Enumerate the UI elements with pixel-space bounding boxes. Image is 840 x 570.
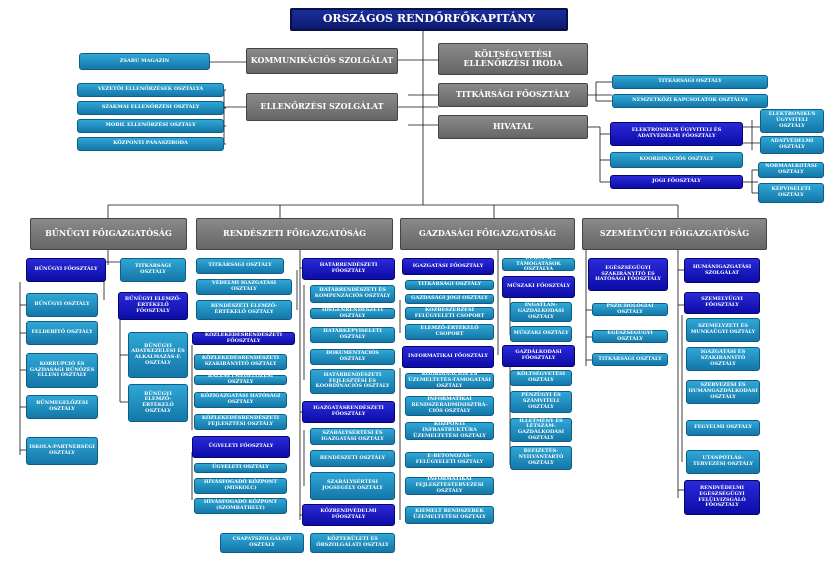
hatar-item: IDEGENRENDÉSZETI OSZTÁLY <box>310 307 395 319</box>
koltsegvetesi-ellenorzesi-iroda-box: KÖLTSÉGVETÉSI ELLENŐRZÉSI IRODA <box>438 43 588 75</box>
szemelyugyi-titkarsagi-osztaly-box: TITKÁRSÁGI OSZTÁLY <box>592 353 668 366</box>
hivatal-box: HIVATAL <box>438 115 588 139</box>
titkarsagi-fo-item: TITKÁRSÁGI OSZTÁLY <box>612 75 768 89</box>
informatikai-item: KÖZPONTI INFRASTRUKTÚRA ÜZEMELTETÉSI OSZ… <box>405 422 494 440</box>
informatikai-item: KIEMELT RENDSZEREK ÜZEMELTETÉSI OSZTÁLY <box>405 506 494 524</box>
igazgatas-item: SZABÁLYSÉRTÉSI ÉS IGAZGATÁSI OSZTÁLY <box>310 428 395 445</box>
szemely-item: SZERVEZÉSI ÉS HUMÁNGAZDÁLKODÁSI OSZTÁLY <box>686 380 760 404</box>
jogi-item: KÉPVISELETI OSZTÁLY <box>758 183 824 203</box>
csapatszolgalati-osztaly-box: CSAPATSZOLGÁLATI OSZTÁLY <box>220 533 304 553</box>
rendeszeti-item: VÉDELMI IGAZGATÁSI OSZTÁLY <box>196 279 292 295</box>
bunugyi-osztaly-box: BŰNMEGELŐZÉSI OSZTÁLY <box>26 395 98 419</box>
gazdalkodasi-foosztaly-box: GAZDÁLKODÁSI FŐOSZTÁLY <box>502 345 575 367</box>
bunugyi-osztaly-box: KORRUPCIÓ ÉS GAZDASÁGI BŰNÖZÉS ELLENI OS… <box>26 353 98 388</box>
egeszseg-item: EGÉSZSÉGÜGYI OSZTÁLY <box>592 330 668 343</box>
igazgatasrendeszeti-foosztaly-box: IGAZGATÁSRENDÉSZETI FŐOSZTÁLY <box>302 401 395 423</box>
europai-tamogatasok-osztalya-box: EURÓPAI TÁMOGATÁSOK OSZTÁLYA <box>502 255 575 272</box>
igazgatas-item: SZABÁLYSÉRTÉSI JOGSEGÉLY OSZTÁLY <box>310 472 395 500</box>
orszagos-rendorfokapitany-box: ORSZÁGOS RENDŐRFŐKAPITÁNY <box>290 8 568 31</box>
hatar-item: HATÁRKÉPVISELETI OSZTÁLY <box>310 327 395 343</box>
igazgatasi-item: TITKÁRSÁGI OSZTÁLY <box>405 280 494 290</box>
kozrendvedelmi-foosztaly-box: KÖZRENDVÉDELMI FŐOSZTÁLY <box>302 504 395 526</box>
ellenorzesi-item: SZAKMAI ELLENŐRZÉSI OSZTÁLY <box>77 101 224 115</box>
hatar-item: DOKUMENTÁCIÓS OSZTÁLY <box>310 349 395 365</box>
szemely-item: IGAZGATÁSI ÉS SZAKIRÁNYÍTÓ OSZTÁLY <box>686 347 760 371</box>
hatar-item: HATÁRRENDÉSZETI FEJLESZTÉSI ÉS KOORDINÁC… <box>310 369 395 394</box>
informatikai-foosztaly-box: INFORMATIKAI FŐOSZTÁLY <box>402 346 494 368</box>
informatikai-item: E-BETONOZÁS-FELÜGYELETI OSZTÁLY <box>405 452 494 468</box>
kommunikacios-szolgalat-box: KOMMUNIKÁCIÓS SZOLGÁLAT <box>246 48 398 74</box>
egeszseg-item: PSZICHOLÓGIAI OSZTÁLY <box>592 303 668 316</box>
ellenorzesi-item: MOBIL ELLENŐRZÉSI OSZTÁLY <box>77 119 224 133</box>
bunugyi-foosztaly-box: BŰNÜGYI FŐOSZTÁLY <box>26 258 106 282</box>
rendeszeti-foigazgatosag-box: RENDÉSZETI FŐIGAZGATÓSÁG <box>196 218 393 250</box>
bunugyi-foigazgatosag-box: BŰNÜGYI FŐIGAZGATÓSÁG <box>30 218 187 250</box>
rendvedelmi-egeszsegugyi-box: RENDVÉDELMI EGÉSZSÉGÜGYI FELÜLVIZSGÁLÓ F… <box>684 480 760 515</box>
bunugyi-titkarsagi-osztaly-box: TITKÁRSÁGI OSZTÁLY <box>120 258 186 282</box>
gazdalkodasi-item: ILLETMÉNY ÉS LÉTSZÁM-GAZDÁLKODÁSI OSZTÁL… <box>510 418 572 442</box>
kozrend-item: KÖZTERÜLETI ÉS ŐRSZOLGÁLATI OSZTÁLY <box>310 533 395 553</box>
informatikai-item: KOORDINÁCIÓS ÉS ÜZEMELTETÉS-TÁMOGATÁSI O… <box>405 372 494 389</box>
bunugyi-osztaly-box: ISKOLA-PARTNERSÉGI OSZTÁLY <box>26 437 98 465</box>
muszaki-item: MŰSZAKI OSZTÁLY <box>510 326 572 342</box>
jogi-item: NORMAALKOTÁSI OSZTÁLY <box>758 162 824 178</box>
elektronikus-item: ELEKTRONIKUS ÜGYVITELI OSZTÁLY <box>760 109 824 133</box>
kozlekedes-item: KÖZLEKEDÉSRENDÉSZETI SZAKIRÁNYÍTÓ OSZTÁL… <box>194 354 287 370</box>
igazgatasi-item: ELEMZŐ-ÉRTÉKELŐ CSOPORT <box>405 324 494 340</box>
igazgatasi-item: GAZDASÁGI JOGI OSZTÁLY <box>405 294 494 304</box>
informatikai-item: INFORMATIKAI FEJLESZTÉSTERVEZÉSI OSZTÁLY <box>405 477 494 495</box>
egeszsegugyi-foosztaly-box: EGÉSZSÉGÜGYI SZAKIRÁNYÍTÓ ÉS HATÓSÁGI FŐ… <box>588 258 668 291</box>
igazgatasi-item: KÖZBESZERZÉSI FELÜGYELETI CSOPORT <box>405 307 494 320</box>
jogi-foosztaly-box: JOGI FŐOSZTÁLY <box>610 175 743 189</box>
rendeszeti-item: TITKÁRSÁGI OSZTÁLY <box>196 258 284 274</box>
ugyeleti-item: HÍVÁSFOGADÓ KÖZPONT (SZOMBATHELY) <box>194 498 287 514</box>
gazdalkodasi-item: KÖLTSÉGVETÉSI OSZTÁLY <box>510 370 572 386</box>
bunugyi-elemzo-item: BŰNÜGYI ADATKEZELÉSI ÉS ALKALMAZÁS-F. OS… <box>128 332 188 378</box>
muszaki-item: INGATLAN-GAZDÁLKODÁSI OSZTÁLY <box>510 302 572 322</box>
elektronikus-item: ADATVÉDELMI OSZTÁLY <box>760 136 824 154</box>
bunugyi-osztaly-box: FELDERÍTŐ OSZTÁLY <box>26 321 98 345</box>
igazgatasi-foosztaly-box: IGAZGATÁSI FŐOSZTÁLY <box>402 258 494 275</box>
rendeszeti-item: RENDÉSZETI ELEMZŐ-ÉRTÉKELŐ OSZTÁLY <box>196 300 292 320</box>
hatarrendeszeti-foosztaly-box: HATÁRRENDÉSZETI FŐOSZTÁLY <box>302 258 395 280</box>
ugyeleti-item: ÜGYELETI OSZTÁLY <box>194 463 287 473</box>
gazdasagi-foigazgatosag-box: GAZDASÁGI FŐIGAZGATÓSÁG <box>400 218 575 250</box>
informatikai-item: INFORMATIKAI RENDSZERADMINISZTRÁ-CIÓS OS… <box>405 396 494 416</box>
bunugyi-elemzo-foosztaly-box: BŰNÜGYI ELEMZŐ-ÉRTÉKELŐ FŐOSZTÁLY <box>118 292 188 320</box>
ellenorzesi-item: KÖZPONTI PANASZIRODA <box>77 137 224 151</box>
gazdalkodasi-item: BEFIZETÉS-NYILVÁNTARTÓ OSZTÁLY <box>510 446 572 470</box>
igazgatas-item: RENDÉSZETI OSZTÁLY <box>310 450 395 467</box>
ugyeleti-foosztaly-box: ÜGYELETI FŐOSZTÁLY <box>192 436 290 458</box>
hatar-item: HATÁRRENDÉSZETI ÉS KOMPENZÁCIÓS OSZTÁLY <box>310 285 395 303</box>
gazdalkodasi-item: PÉNZÜGYI ÉS SZÁMVITELI OSZTÁLY <box>510 391 572 413</box>
titkarsagi-foosztaly-box: TITKÁRSÁGI FŐOSZTÁLY <box>438 83 588 107</box>
kozlekedes-item: KÖZIGAZGATÁSI HATÓSÁGI OSZTÁLY <box>194 392 287 408</box>
koordinacios-osztaly-box: KOORDINÁCIÓS OSZTÁLY <box>610 152 743 168</box>
kozlekedes-item: KÖZLEKEDÉSRENDÉSZETI FEJLESZTÉSI OSZTÁLY <box>194 414 287 430</box>
szemely-item: UTÁNPÓTLÁS-TERVEZÉSI OSZTÁLY <box>686 450 760 474</box>
elektronikus-foosztaly-box: ELEKTRONIKUS ÜGYVITELI ÉS ADATVÉDELMI FŐ… <box>610 122 743 146</box>
szemely-item: FEGYELMI OSZTÁLY <box>686 420 760 436</box>
muszaki-foosztaly-box: MŰSZAKI FŐOSZTÁLY <box>502 276 575 298</box>
kozlekedes-item: BALESETMEGELŐZÉSI OSZTÁLY <box>194 373 287 385</box>
bunugyi-osztaly-box: BŰNÜGYI OSZTÁLY <box>26 293 98 317</box>
szemelyugyi-foosztaly-box: SZEMÉLYÜGYI FŐOSZTÁLY <box>684 292 760 314</box>
kozlekedesrendeszeti-foosztaly-box: KÖZLEKEDÉSRENDÉSZETI FŐOSZTÁLY <box>192 332 295 345</box>
bunugyi-elemzo-item: BŰNÜGYI ELEMZŐ-ÉRTÉKELŐ OSZTÁLY <box>128 384 188 422</box>
titkarsagi-fo-item: NEMZETKÖZI KAPCSOLATOK OSZTÁLYA <box>612 94 768 108</box>
szemely-item: SZEMÉLYZETI ÉS MUNKAÜGYI OSZTÁLY <box>686 318 760 342</box>
szemelyugyi-foigazgatosag-box: SZEMÉLYÜGYI FŐIGAZGATÓSÁG <box>582 218 767 250</box>
ugyeleti-item: HÍVÁSFOGADÓ KÖZPONT (MISKOLC) <box>194 478 287 494</box>
ellenorzesi-szolgalat-box: ELLENŐRZÉSI SZOLGÁLAT <box>246 93 398 121</box>
humanigazgatasi-szolgalat-box: HUMÁNIGAZGATÁSI SZOLGÁLAT <box>684 258 760 283</box>
ellenorzesi-item: VEZETŐI ELLENŐRZÉSEK OSZTÁLYA <box>77 83 224 97</box>
zsaru-magazin-box: ZSARU MAGAZIN <box>79 53 210 70</box>
